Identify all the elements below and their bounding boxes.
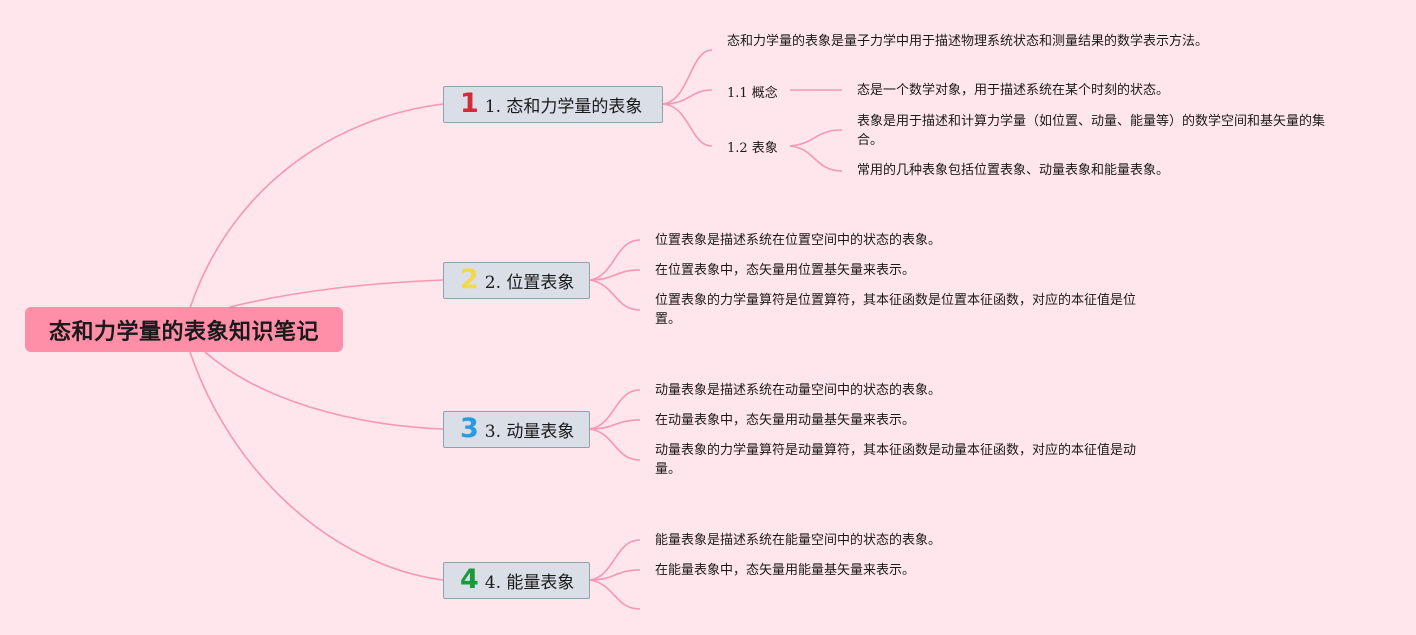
branch-2-item-1[interactable]: 位置表象是描述系统在位置空间中的状态的表象。	[655, 233, 942, 248]
link-b1-sub2-item2	[789, 145, 843, 172]
branch-1-label: 1. 态和力学量的表象	[484, 97, 643, 117]
link-b3-item1	[589, 389, 641, 430]
branch-2-item-3[interactable]: 位置表象的力学量算符是位置算符，其本征函数是位置本征函数，对应的本征值是位置。	[655, 293, 1137, 327]
link-b1-sub2-item1	[789, 129, 843, 147]
branch-3-topic[interactable]: 3 3. 动量表象	[443, 411, 590, 448]
link-root-branch-1	[189, 103, 444, 309]
number-2-icon: 2	[460, 264, 479, 295]
link-b2-item3	[589, 279, 641, 311]
branch-1-topic[interactable]: 1 1. 态和力学量的表象	[443, 86, 663, 123]
branch-4-item-2[interactable]: 在能量表象中，态矢量用能量基矢量来表示。	[655, 563, 916, 578]
branch-1-intro[interactable]: 态和力学量的表象是量子力学中用于描述物理系统状态和测量结果的数学表示方法。	[727, 34, 1209, 49]
branch-1-sub-2-item-1[interactable]: 表象是用于描述和计算力学量（如位置、动量、能量等）的数学空间和基矢量的集合。	[857, 114, 1326, 148]
link-root-branch-3	[204, 351, 444, 430]
link-b3-item3	[589, 428, 641, 461]
number-4-icon: 4	[460, 564, 479, 595]
root-topic[interactable]: 态和力学量的表象知识笔记	[25, 307, 343, 352]
link-b4-item2	[589, 569, 641, 581]
branch-2-item-2[interactable]: 在位置表象中，态矢量用位置基矢量来表示。	[655, 263, 916, 278]
link-b3-item2	[589, 419, 641, 430]
branch-4-label: 4. 能量表象	[484, 573, 575, 593]
root-title: 态和力学量的表象知识笔记	[48, 319, 319, 345]
link-b2-item1	[589, 239, 641, 281]
branch-4-topic[interactable]: 4 4. 能量表象	[443, 562, 590, 599]
branch-4-item-1[interactable]: 能量表象是描述系统在能量空间中的状态的表象。	[655, 533, 942, 548]
link-root-branch-4	[189, 351, 444, 581]
branch-3-label: 3. 动量表象	[484, 422, 575, 442]
branch-1-sub-2-item-2[interactable]: 常用的几种表象包括位置表象、动量表象和能量表象。	[857, 163, 1170, 178]
branch-3-item-3[interactable]: 动量表象的力学量算符是动量算符，其本征函数是动量本征函数，对应的本征值是动量。	[655, 443, 1137, 477]
link-b4-item3	[589, 579, 641, 610]
link-b4-item1	[589, 539, 641, 581]
link-root-branch-2	[229, 279, 444, 308]
branch-1-sub-1-item-1[interactable]: 态是一个数学对象，用于描述系统在某个时刻的状态。	[857, 83, 1170, 98]
number-3-icon: 3	[460, 413, 479, 444]
link-b1-sub2	[662, 103, 713, 147]
number-1-icon: 1	[460, 88, 479, 119]
branch-3-item-1[interactable]: 动量表象是描述系统在动量空间中的状态的表象。	[655, 383, 942, 398]
branch-3-item-2[interactable]: 在动量表象中，态矢量用动量基矢量来表示。	[655, 413, 916, 428]
branch-1-sub-2-label[interactable]: 1.2 表象	[727, 141, 778, 156]
link-b1-sub1	[662, 89, 713, 105]
branch-2-topic[interactable]: 2 2. 位置表象	[443, 262, 590, 299]
link-b1-intro	[662, 49, 713, 105]
link-b2-item2	[589, 269, 641, 281]
branch-1-sub-1-label[interactable]: 1.1 概念	[727, 86, 778, 101]
branch-2-label: 2. 位置表象	[484, 273, 575, 293]
